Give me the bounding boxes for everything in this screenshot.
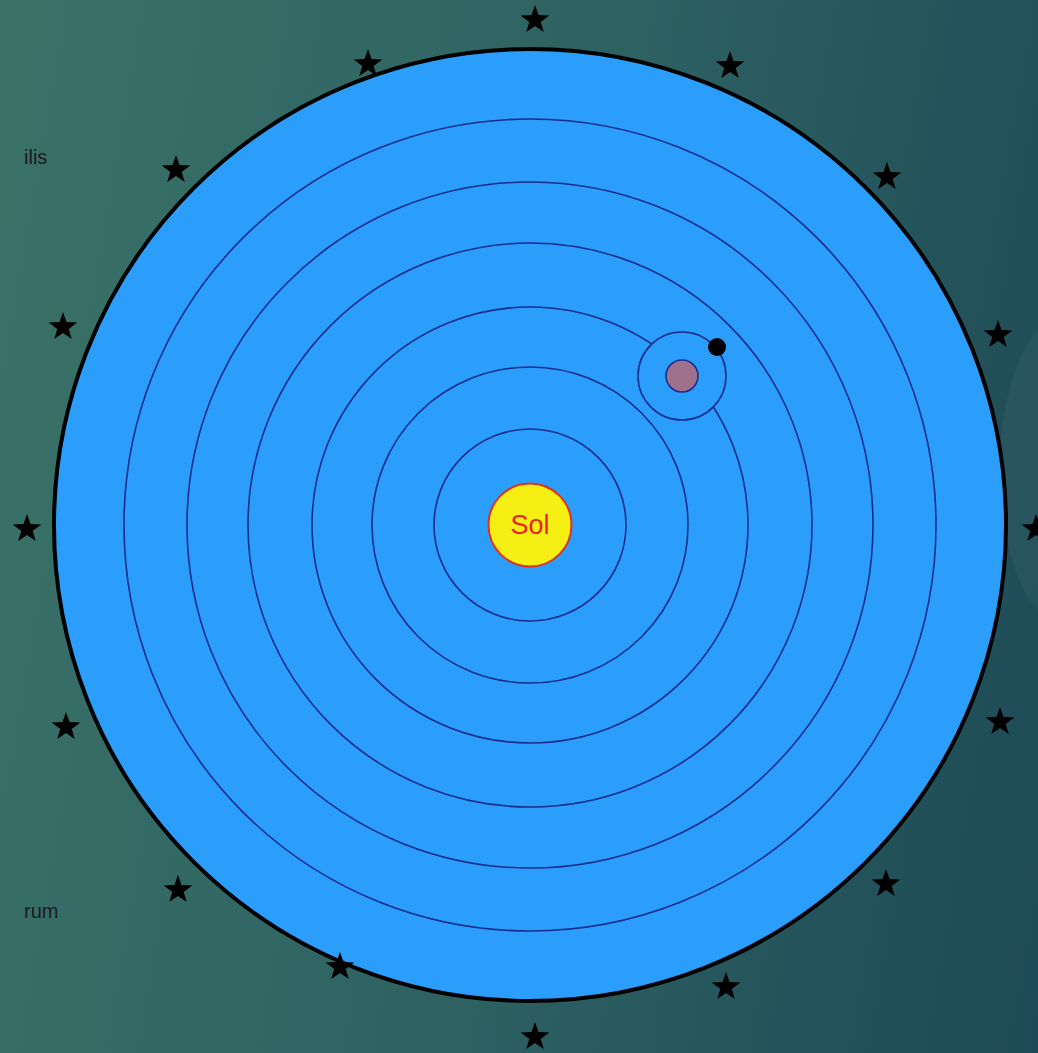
star bbox=[716, 51, 745, 78]
star bbox=[986, 707, 1015, 734]
star bbox=[984, 320, 1013, 347]
star bbox=[872, 869, 901, 896]
star bbox=[521, 5, 550, 32]
star bbox=[52, 712, 81, 739]
star bbox=[326, 952, 355, 979]
star bbox=[354, 49, 383, 76]
earth bbox=[666, 360, 698, 392]
sun-label: Sol bbox=[487, 482, 573, 568]
star bbox=[162, 155, 191, 182]
moon-orbit bbox=[638, 332, 726, 420]
star bbox=[712, 972, 741, 999]
star bbox=[1022, 514, 1038, 541]
star bbox=[521, 1022, 550, 1049]
star bbox=[49, 312, 78, 339]
sun-circle: Sol bbox=[487, 482, 573, 568]
star bbox=[13, 514, 42, 541]
fixed-stars-sphere bbox=[54, 49, 1006, 1001]
star bbox=[873, 162, 902, 189]
star bbox=[164, 875, 193, 902]
side-label: rum bbox=[24, 900, 58, 923]
moon bbox=[708, 338, 726, 356]
orbit-rings bbox=[124, 119, 936, 931]
stars bbox=[13, 5, 1038, 1049]
faint-glow bbox=[1000, 320, 1038, 620]
side-label: ilis bbox=[24, 146, 47, 169]
